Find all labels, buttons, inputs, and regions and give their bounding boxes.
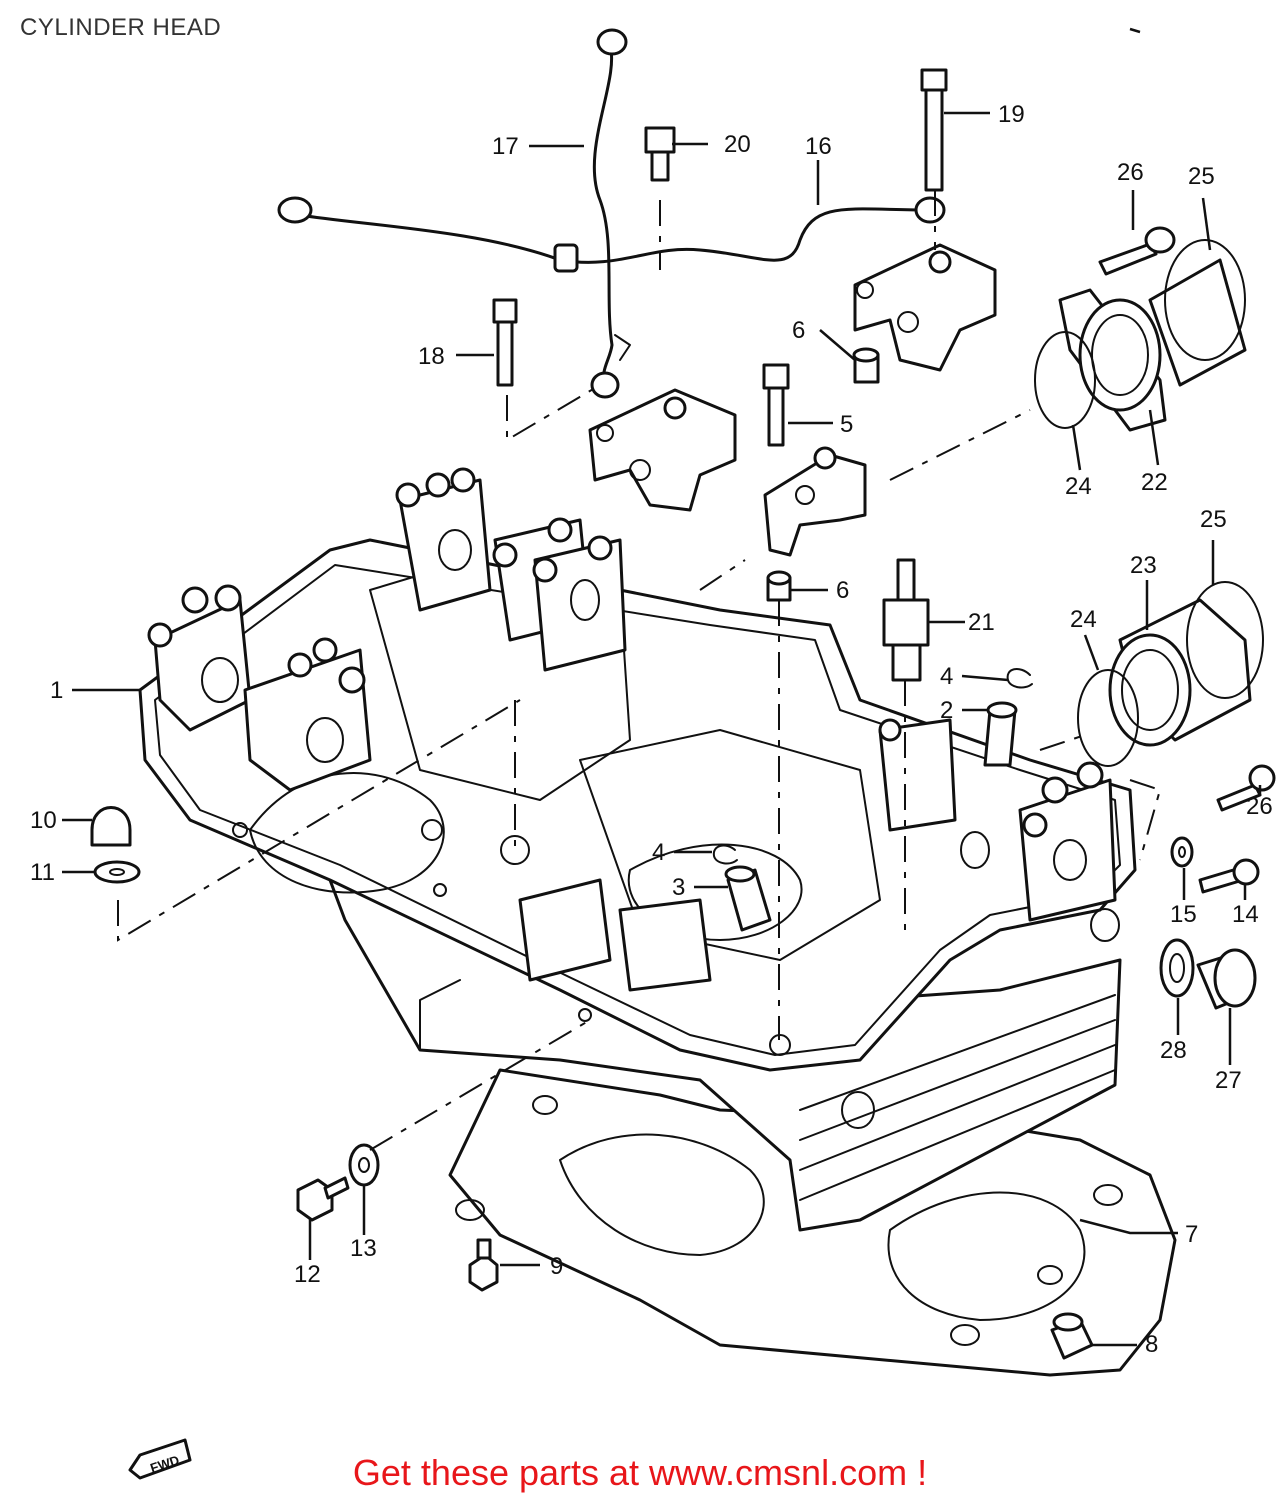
callout-4-lower: 4 bbox=[652, 839, 665, 866]
callout-3: 3 bbox=[672, 874, 685, 901]
callout-21: 21 bbox=[968, 609, 995, 636]
valve-guide-2 bbox=[983, 701, 1018, 767]
callout-17: 17 bbox=[492, 133, 519, 160]
callout-16: 16 bbox=[805, 133, 832, 160]
cam-cap-middle bbox=[588, 388, 737, 512]
o-ring-24-lower bbox=[1077, 669, 1139, 767]
callout-24-upper: 24 bbox=[1065, 473, 1092, 500]
bolt-26-upper bbox=[1098, 226, 1176, 276]
callout-28: 28 bbox=[1160, 1037, 1187, 1064]
washer-11 bbox=[93, 860, 141, 884]
plug-27 bbox=[1196, 948, 1257, 1010]
callout-27: 27 bbox=[1215, 1067, 1242, 1094]
oil-pipe-16 bbox=[277, 196, 946, 273]
callout-19: 19 bbox=[998, 101, 1025, 128]
leader-lines bbox=[62, 27, 1262, 1347]
cam-cap-small bbox=[763, 446, 867, 557]
cam-cap-upper-right bbox=[853, 243, 997, 372]
washer-15 bbox=[1170, 836, 1194, 868]
dowel-pin-6-lower bbox=[766, 570, 792, 602]
clamp-25-lower bbox=[1186, 581, 1264, 699]
callout-26-lower: 26 bbox=[1246, 793, 1273, 820]
callout-10: 10 bbox=[30, 807, 57, 834]
callout-9: 9 bbox=[550, 1253, 563, 1280]
callout-4-upper: 4 bbox=[940, 663, 953, 690]
callout-8: 8 bbox=[1145, 1331, 1158, 1358]
valve-guide-3 bbox=[724, 865, 772, 932]
callout-7: 7 bbox=[1185, 1221, 1198, 1248]
bolt-20 bbox=[644, 126, 676, 182]
callout-5: 5 bbox=[840, 411, 853, 438]
callout-2: 2 bbox=[940, 697, 953, 724]
bolt-18 bbox=[492, 298, 518, 387]
oil-pipe-17 bbox=[590, 28, 631, 399]
bolt-19 bbox=[920, 68, 948, 192]
cylinder-head-body bbox=[138, 467, 1137, 1232]
callout-6-lower: 6 bbox=[836, 577, 849, 604]
bolt-12 bbox=[296, 1176, 350, 1222]
callout-6-upper: 6 bbox=[792, 317, 805, 344]
callout-labels: 1 2 3 4 4 5 6 6 7 8 9 10 11 12 13 14 15 … bbox=[30, 101, 1273, 1358]
intake-pipe-23 bbox=[1108, 598, 1252, 747]
cap-nut-10 bbox=[90, 806, 132, 847]
diagram-title: CYLINDER HEAD bbox=[20, 14, 222, 41]
callout-23: 23 bbox=[1130, 552, 1157, 579]
footer-parts-link[interactable]: Get these parts at www.cmsnl.com ! bbox=[352, 1452, 928, 1493]
spark-plug-21 bbox=[882, 558, 930, 682]
callout-25-upper: 25 bbox=[1188, 163, 1215, 190]
bolt-14 bbox=[1198, 858, 1260, 894]
callout-11: 11 bbox=[30, 859, 55, 886]
washer-13 bbox=[348, 1143, 380, 1187]
callout-22: 22 bbox=[1141, 469, 1168, 496]
callout-14: 14 bbox=[1232, 901, 1259, 928]
circlip-4-upper bbox=[1006, 668, 1033, 689]
callout-13: 13 bbox=[350, 1235, 377, 1262]
bolt-9 bbox=[468, 1238, 499, 1292]
callout-26-upper: 26 bbox=[1117, 159, 1144, 186]
washer-28 bbox=[1159, 938, 1195, 998]
callout-20: 20 bbox=[724, 131, 751, 158]
callout-1: 1 bbox=[50, 677, 63, 704]
bolt-5 bbox=[762, 363, 790, 447]
clamp-25-upper bbox=[1164, 239, 1246, 361]
circlip-4-lower bbox=[712, 844, 738, 865]
callout-25-lower: 25 bbox=[1200, 506, 1227, 533]
dowel-pin-6-upper bbox=[852, 347, 880, 384]
callout-24-lower: 24 bbox=[1070, 606, 1097, 633]
callout-15: 15 bbox=[1170, 901, 1197, 928]
callout-18: 18 bbox=[418, 343, 445, 370]
callout-12: 12 bbox=[294, 1261, 321, 1288]
o-ring-24-upper bbox=[1034, 331, 1096, 429]
intake-pipe-22 bbox=[1058, 258, 1247, 432]
